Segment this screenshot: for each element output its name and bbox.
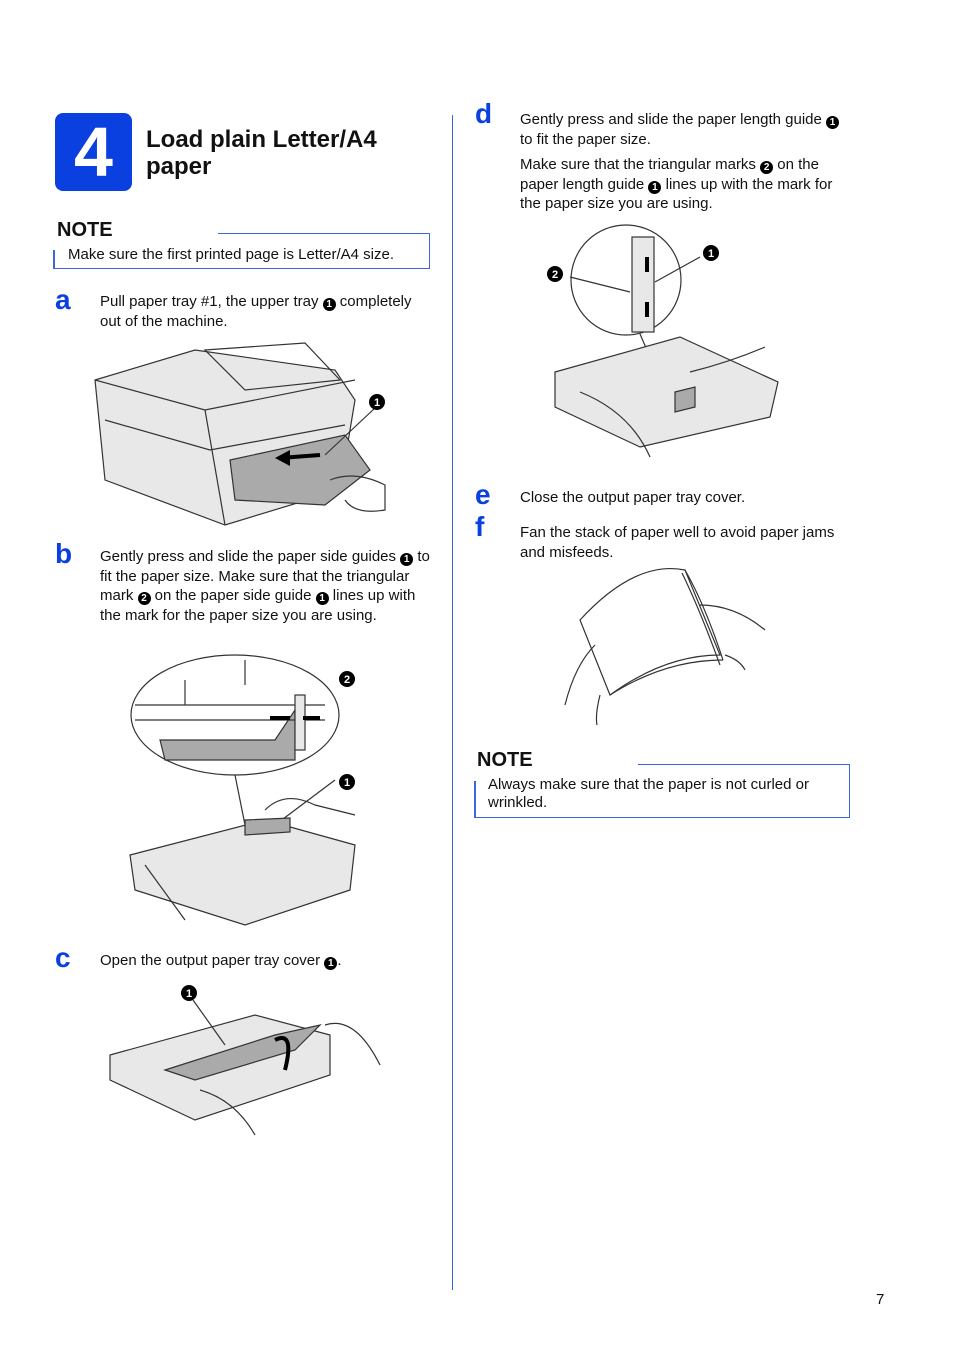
note-rule-2: [638, 764, 850, 765]
step-d-text-1: Gently press and slide the paper length …: [520, 110, 850, 149]
step-letter-c: c: [55, 942, 71, 973]
note-text: Make sure the first printed page is Lett…: [68, 246, 394, 263]
output-tray-cover-illustration: 1: [109, 985, 381, 1136]
step-d-text-2: Make sure that the triangular marks 2 on…: [520, 156, 833, 212]
note-box-2: [474, 765, 850, 818]
fanned-paper-illustration: [564, 568, 766, 726]
printer-illustration: 1: [94, 342, 386, 526]
callout-1: 1: [322, 298, 336, 311]
length-guide-illustration: 1 2: [547, 224, 779, 458]
note-rule: [218, 233, 430, 234]
note-rule-left: [53, 250, 55, 268]
step-letter-b: b: [55, 538, 73, 569]
note-text-2: Always make sure that the paper is not c…: [488, 776, 809, 811]
step-f-text: Fan the stack of paper well to avoid pap…: [520, 524, 835, 561]
side-guide-illustration: 2 1: [129, 654, 356, 926]
svg-text:1: 1: [374, 397, 380, 409]
page-title: Load plain Letter/A4 paper: [146, 126, 377, 180]
step-a-text: Pull paper tray #1, the upper tray 1 com…: [100, 293, 412, 330]
svg-text:1: 1: [344, 777, 350, 789]
step-e-text: Close the output paper tray cover.: [520, 489, 746, 506]
svg-text:1: 1: [708, 248, 714, 260]
step-letter-f: f: [475, 511, 485, 542]
column-divider: [452, 115, 453, 1290]
step-letter-e: e: [475, 479, 491, 510]
svg-text:2: 2: [552, 269, 558, 281]
svg-text:2: 2: [344, 674, 350, 686]
step-number-badge: 4: [55, 113, 132, 191]
step-letter-a: a: [55, 284, 71, 315]
step-b-text: Gently press and slide the paper side gu…: [100, 548, 430, 624]
note-heading-2: NOTE: [477, 749, 533, 771]
svg-text:1: 1: [186, 988, 192, 1000]
note-rule-left-2: [474, 781, 476, 818]
step-c-text: Open the output paper tray cover 1.: [100, 952, 342, 970]
note-box: [53, 234, 430, 269]
step-letter-d: d: [475, 98, 493, 129]
page-number: 7: [876, 1291, 885, 1308]
note-heading: NOTE: [57, 219, 113, 241]
